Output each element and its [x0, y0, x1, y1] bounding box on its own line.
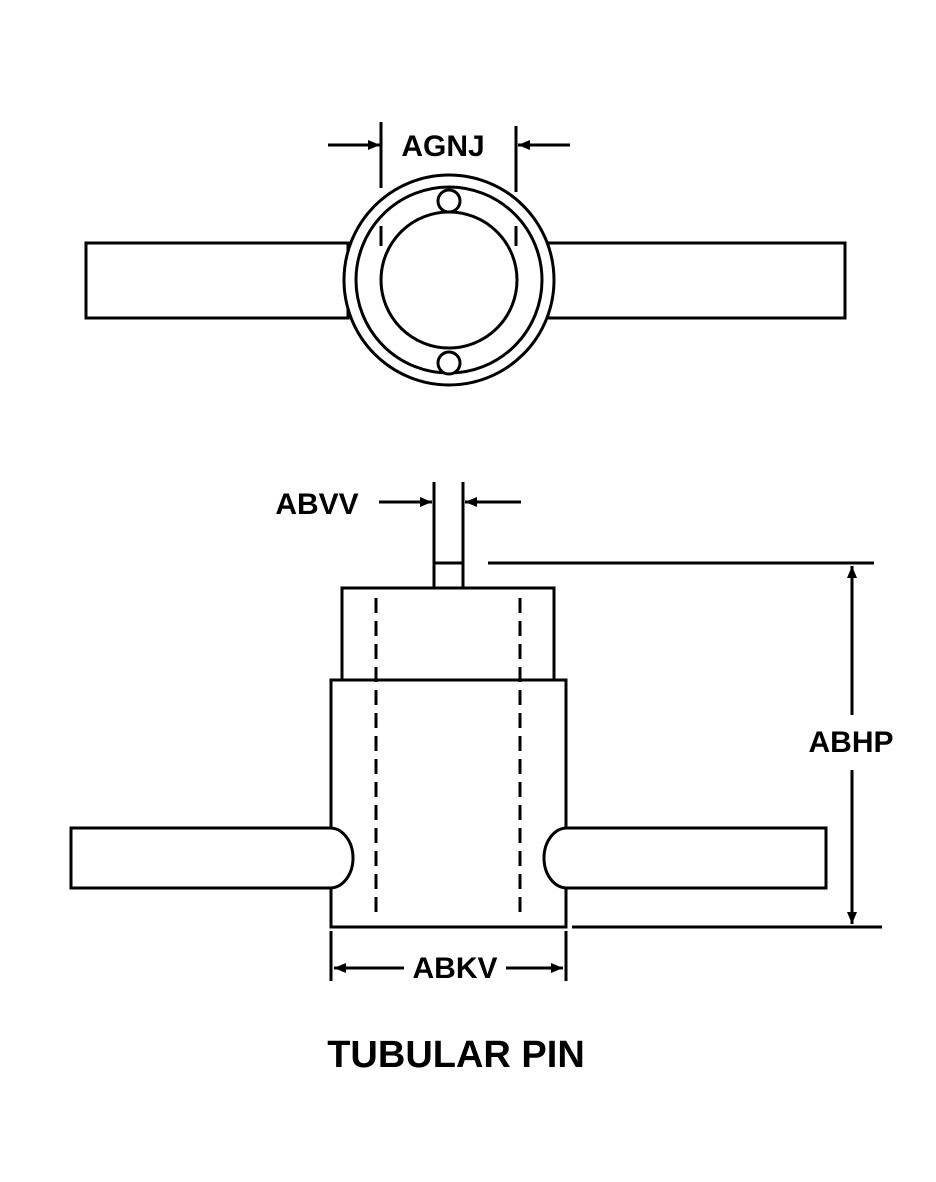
top-view	[84, 122, 847, 387]
pin-tip	[432, 561, 465, 590]
top-left-handle	[84, 241, 350, 320]
label-abkv: ABKV	[412, 952, 497, 985]
top-outer-ring	[342, 173, 556, 387]
top-hole-lower	[436, 350, 462, 376]
side-view	[69, 482, 882, 981]
label-abvv: ABVV	[275, 488, 358, 521]
upper-body	[340, 586, 556, 682]
side-left-handle	[69, 826, 355, 890]
label-agnj: AGNJ	[401, 130, 484, 163]
diagram-title: TUBULAR PIN	[327, 1034, 585, 1076]
label-abhp: ABHP	[808, 726, 893, 759]
top-hole-upper	[436, 188, 462, 214]
side-right-handle	[542, 826, 828, 890]
top-right-handle	[546, 241, 847, 320]
lower-body	[329, 678, 568, 929]
